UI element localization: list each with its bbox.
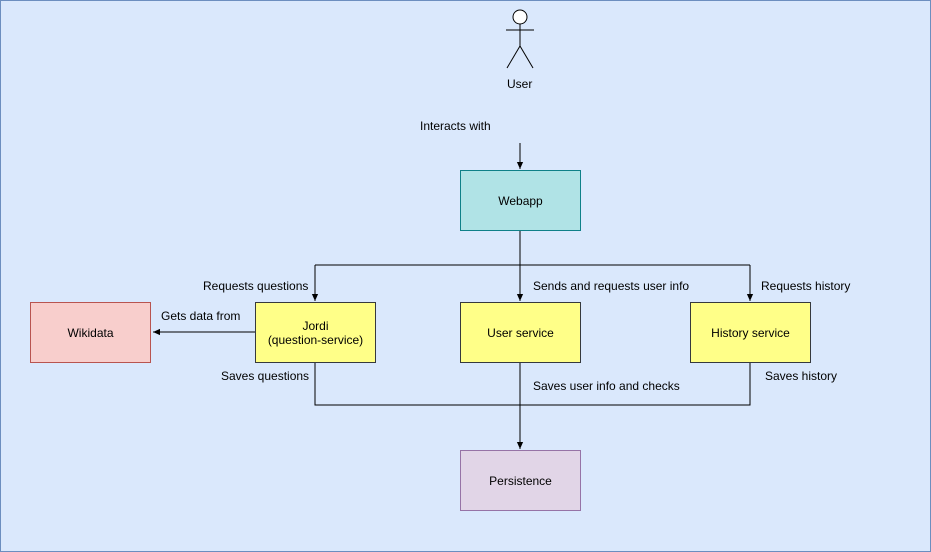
edge-history-to-persistence — [520, 362, 751, 406]
actor-label-user: User — [507, 77, 533, 91]
edge-label-requests-history: Requests history — [761, 279, 851, 293]
edge-label-interacts-with: Interacts with — [420, 119, 491, 133]
edge-label-sends-requests-user-info: Sends and requests user info — [533, 279, 690, 293]
edge-label-gets-data-from: Gets data from — [161, 309, 241, 323]
edge-label-saves-questions: Saves questions — [221, 369, 310, 383]
edge-label-saves-user-info: Saves user info and checks — [533, 379, 680, 393]
node-wikidata[interactable]: Wikidata — [30, 302, 151, 363]
node-persistence[interactable]: Persistence — [460, 450, 581, 511]
user-actor-icon — [506, 9, 534, 69]
edge-label-requests-questions: Requests questions — [203, 279, 309, 293]
node-webapp[interactable]: Webapp — [460, 170, 581, 231]
node-user-service[interactable]: User service — [460, 302, 581, 363]
node-jordi-question-service[interactable]: Jordi (question-service) — [255, 302, 376, 363]
edge-jordi-to-persistence — [314, 362, 520, 406]
edge-label-saves-history: Saves history — [765, 369, 838, 383]
node-history-service[interactable]: History service — [690, 302, 811, 363]
